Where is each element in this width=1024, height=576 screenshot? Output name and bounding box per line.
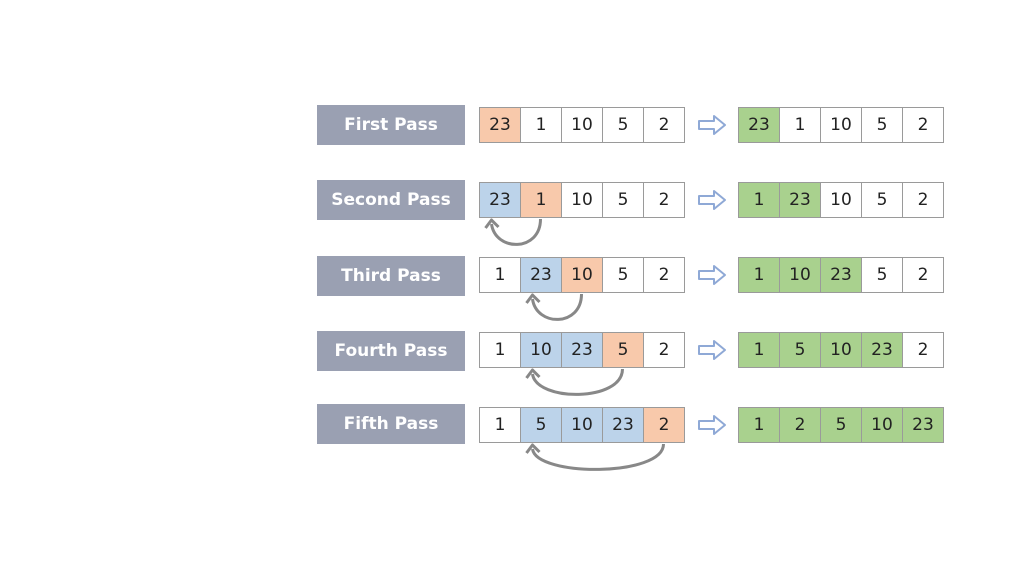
right-arrow-icon <box>698 265 726 285</box>
array-cell: 5 <box>861 107 903 143</box>
array-cell: 23 <box>779 182 821 218</box>
array-cell: 23 <box>820 257 862 293</box>
array-cell: 2 <box>643 257 685 293</box>
array-cell: 1 <box>479 332 521 368</box>
array-cell: 2 <box>643 407 685 443</box>
right-arrow-icon <box>698 115 726 135</box>
right-arrow-icon <box>698 415 726 435</box>
array-cell: 2 <box>643 182 685 218</box>
array-cell: 23 <box>902 407 944 443</box>
right-arrow-icon <box>698 190 726 210</box>
array-cell: 2 <box>902 182 944 218</box>
array-cell: 2 <box>902 332 944 368</box>
array-cell: 23 <box>738 107 780 143</box>
array-cell: 10 <box>520 332 562 368</box>
array-cell: 1 <box>738 257 780 293</box>
array-cell: 2 <box>902 257 944 293</box>
pass-label-first: First Pass <box>317 105 465 145</box>
array-cell: 5 <box>820 407 862 443</box>
array-cell: 5 <box>602 257 644 293</box>
array-cell: 10 <box>779 257 821 293</box>
array-cell: 2 <box>643 107 685 143</box>
array-cell: 23 <box>479 107 521 143</box>
right-arrow-icon <box>698 340 726 360</box>
array-cell: 1 <box>779 107 821 143</box>
array-cell: 2 <box>643 332 685 368</box>
array-cell: 23 <box>861 332 903 368</box>
array-cell: 1 <box>520 182 562 218</box>
array-cell: 1 <box>479 407 521 443</box>
array-cell: 2 <box>902 107 944 143</box>
array-cell: 10 <box>861 407 903 443</box>
array-cell: 5 <box>861 182 903 218</box>
array-cell: 23 <box>602 407 644 443</box>
pass-label-third: Third Pass <box>317 256 465 296</box>
array-cell: 1 <box>738 332 780 368</box>
array-cell: 1 <box>479 257 521 293</box>
array-cell: 10 <box>561 407 603 443</box>
array-cell: 5 <box>861 257 903 293</box>
pass-label-fifth: Fifth Pass <box>317 404 465 444</box>
array-cell: 5 <box>779 332 821 368</box>
array-cell: 23 <box>479 182 521 218</box>
array-cell: 10 <box>561 182 603 218</box>
pass-label-fourth: Fourth Pass <box>317 331 465 371</box>
pass-label-second: Second Pass <box>317 180 465 220</box>
array-cell: 5 <box>520 407 562 443</box>
array-cell: 10 <box>820 332 862 368</box>
array-cell: 10 <box>561 257 603 293</box>
array-cell: 10 <box>561 107 603 143</box>
array-cell: 10 <box>820 182 862 218</box>
array-cell: 1 <box>520 107 562 143</box>
array-cell: 23 <box>520 257 562 293</box>
